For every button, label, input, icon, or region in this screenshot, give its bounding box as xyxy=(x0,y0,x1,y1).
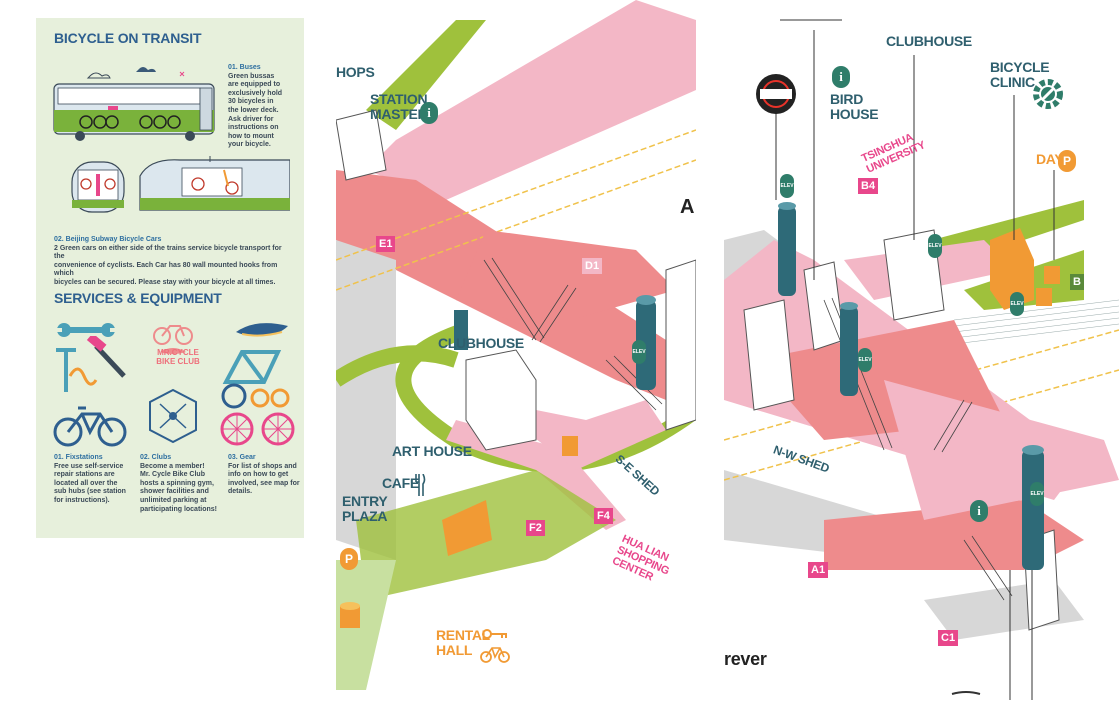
pump-icon xyxy=(56,348,98,392)
club-logo-line1: MR.CYCLE xyxy=(157,348,199,357)
label-art-house: ART HOUSE xyxy=(392,443,472,459)
label-edge-a: A xyxy=(680,196,695,218)
elevator-icon-east-3: ELEV xyxy=(1010,292,1024,316)
bus-icon xyxy=(53,67,215,141)
chain-icon xyxy=(221,383,290,409)
tag-c1[interactable]: C1 xyxy=(938,630,959,646)
label-clubhouse: CLUBHOUSE xyxy=(438,335,524,351)
buses-heading: 01. Buses xyxy=(228,64,261,71)
bike-frame-icon xyxy=(222,350,282,384)
parking-icon: P xyxy=(340,548,358,570)
elevator-icon-east-5: ELEV xyxy=(1030,482,1044,506)
fix-heading: 01. Fixstations xyxy=(54,454,103,461)
section-title-transit: BICYCLE ON TRANSIT xyxy=(54,30,202,46)
label-rever: rever xyxy=(724,649,767,669)
tag-a1[interactable]: A1 xyxy=(808,562,829,578)
info-icon-east: i xyxy=(970,500,988,522)
info-icon: i xyxy=(420,102,438,124)
info-panel: BICYCLE ON TRANSIT 01. Buses Green bussa… xyxy=(36,18,304,538)
bicycle-icon xyxy=(480,647,510,663)
crest-icon xyxy=(149,388,197,444)
station-map-west[interactable]: HOPS STATION MASTER i CLUBHOUSE ART HOUS… xyxy=(336,0,696,700)
clubs-body: Become a member! Mr. Cycle Bike Club hos… xyxy=(140,462,218,513)
subway-body: 2 Green cars on either side of the train… xyxy=(54,244,282,286)
wrench-icon xyxy=(56,323,116,337)
bike-club-logo-icon xyxy=(153,325,193,354)
bicycle-icon xyxy=(53,406,127,447)
subway-car-icon xyxy=(71,156,290,213)
label-bird-house: BIRD HOUSE xyxy=(830,91,879,122)
label-day: DAY xyxy=(1036,151,1064,167)
map-east-drawing xyxy=(724,19,1119,700)
tag-b[interactable]: B xyxy=(1070,274,1084,290)
elevator-icon: ELEV xyxy=(632,340,646,364)
label-shops: HOPS xyxy=(336,64,375,80)
subway-heading: 02. Beijing Subway Bicycle Cars xyxy=(54,236,162,243)
hammer-icon xyxy=(86,336,126,378)
parking-icon-east: P xyxy=(1058,150,1076,172)
station-map-east[interactable]: CLUBHOUSE BICYCLE CLINIC i BIRD HOUSE TS… xyxy=(724,0,1119,714)
tag-f4[interactable]: F4 xyxy=(594,508,613,524)
wheel-icon xyxy=(220,412,295,446)
map-west-drawing xyxy=(336,0,696,700)
bike-seat-icon xyxy=(236,323,288,337)
elevator-icon-east-4: ELEV xyxy=(858,348,872,372)
label-entry-plaza: ENTRY PLAZA xyxy=(342,493,388,524)
gear-heading: 03. Gear xyxy=(228,454,256,461)
info-icon-bird-house: i xyxy=(832,66,850,88)
label-cafe: CAFE xyxy=(382,475,419,491)
label-bicycle-clinic: BICYCLE CLINIC xyxy=(990,59,1050,90)
tag-d1[interactable]: D1 xyxy=(582,258,603,274)
fork-knife-icon xyxy=(415,474,426,496)
gear-body: For list of shops and info on how to get… xyxy=(228,462,300,496)
label-clubhouse-east: CLUBHOUSE xyxy=(886,33,972,49)
tag-f2[interactable]: F2 xyxy=(526,520,545,536)
clubs-heading: 02. Clubs xyxy=(140,454,172,461)
label-station-master: STATION MASTER xyxy=(370,91,428,122)
section-title-services: SERVICES & EQUIPMENT xyxy=(54,290,222,306)
schwinn-logo-icon xyxy=(756,74,796,114)
tag-e1[interactable]: E1 xyxy=(376,236,396,252)
tag-b4[interactable]: B4 xyxy=(858,178,879,194)
fix-body: Free use self-service repair stations ar… xyxy=(54,462,126,504)
gear-icon xyxy=(1033,79,1063,109)
elevator-icon-east-1: ELEV xyxy=(780,174,794,198)
key-icon xyxy=(482,629,507,639)
label-rental-hall: RENTAL HALL xyxy=(436,627,490,658)
club-logo-line2: BIKE CLUB xyxy=(156,357,200,366)
buses-body: Green bussas are equipped to exclusively… xyxy=(228,72,283,149)
elevator-icon-east-2: ELEV xyxy=(928,234,942,258)
